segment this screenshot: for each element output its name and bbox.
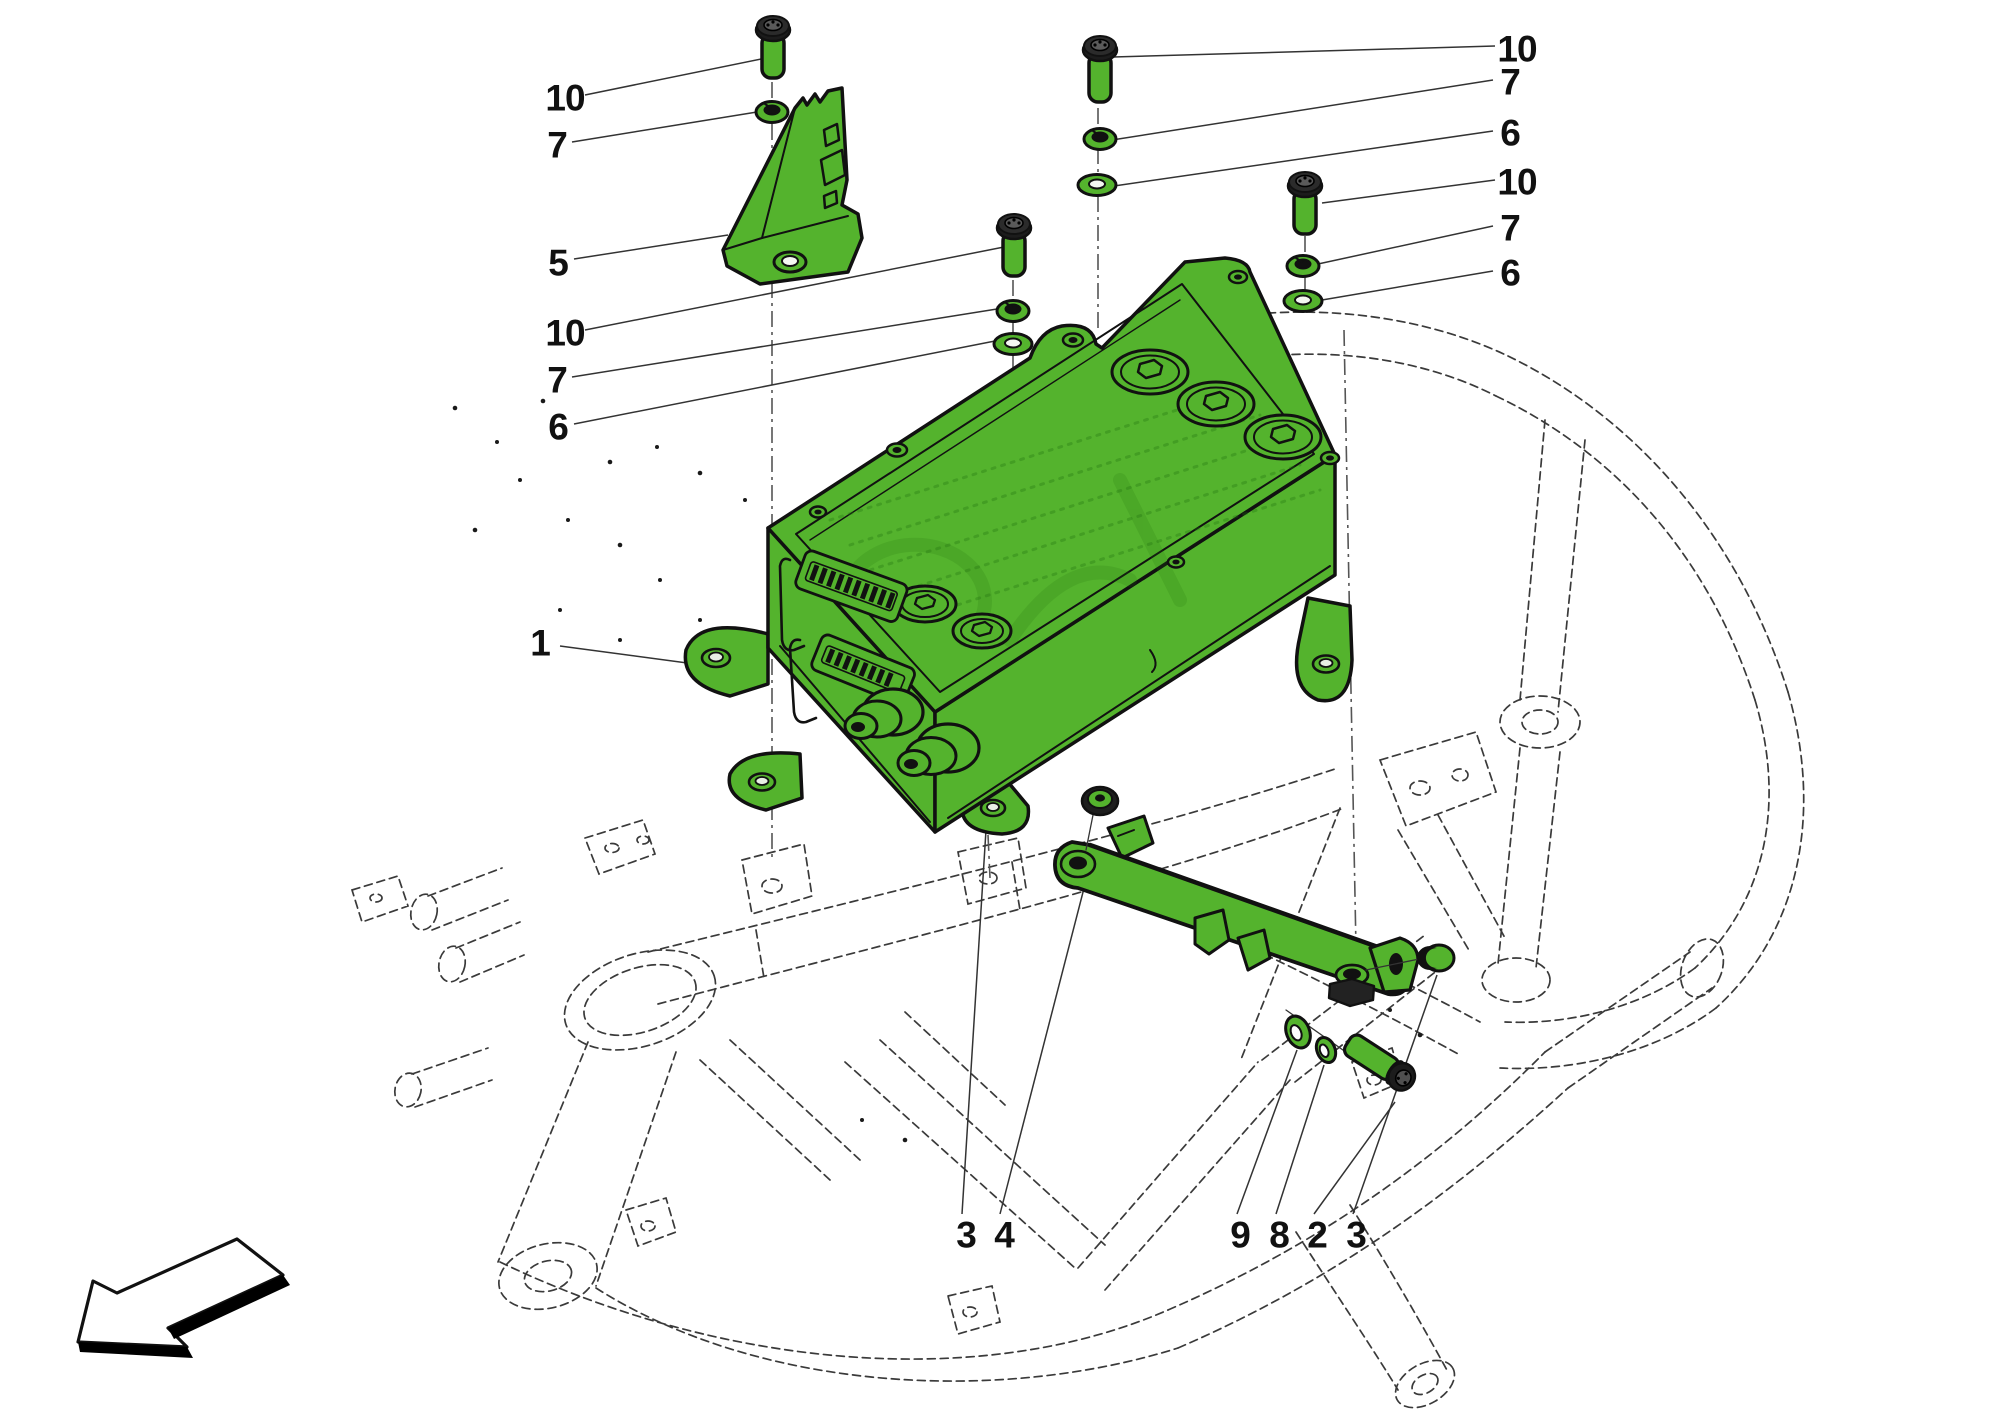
lower-bolt-set (1284, 1009, 1417, 1092)
callout-10-tl: 10 (545, 77, 585, 119)
washer-part7-top-middle (1082, 127, 1118, 151)
crossbar-tab-2 (1236, 928, 1272, 972)
callout-7-ml: 7 (547, 359, 568, 401)
callout-1: 1 (530, 622, 551, 664)
ecu-connectors (778, 549, 916, 724)
screw-part10-top-left (754, 15, 792, 80)
bolt-part2 (1342, 1033, 1417, 1092)
callout-7-r2: 7 (1500, 207, 1521, 249)
washer-part6-middle (992, 332, 1034, 356)
crossbar-tab-1 (1193, 908, 1231, 956)
grommet-part (1080, 785, 1120, 851)
screw-part10-top-middle (1081, 35, 1119, 104)
callout-7-tl: 7 (547, 124, 568, 166)
highlighted-parts (683, 15, 1456, 1092)
ghost-frame (350, 311, 1805, 1409)
control-unit-part1 (683, 256, 1354, 836)
callout-10-r2: 10 (1497, 161, 1537, 203)
callout-5: 5 (548, 242, 569, 284)
screw-part10-right (1286, 171, 1324, 236)
washer-part7-middle (995, 299, 1031, 323)
callout-6-r2: 6 (1500, 252, 1521, 294)
washer-part9 (1284, 1014, 1312, 1050)
support-crossbar (1053, 785, 1456, 1008)
callout-2: 2 (1307, 1214, 1328, 1256)
leader-lines (559, 45, 1496, 1215)
washer-part6-right (1282, 289, 1324, 313)
callout-9: 9 (1230, 1214, 1251, 1256)
mounting-bracket-part5 (721, 86, 864, 286)
texture-dots (828, 388, 1322, 622)
ecu-top-ports (1110, 348, 1323, 461)
ecu-foot-right (1294, 596, 1354, 703)
direction-arrow-icon (76, 1237, 290, 1358)
ecu-cable-glands (843, 687, 981, 777)
cap-part3 (1365, 943, 1456, 973)
screw-part10-middle (995, 213, 1033, 278)
washer-part6-top-middle (1076, 173, 1118, 197)
callout-3-b1: 3 (956, 1214, 977, 1256)
callout-6-ml: 6 (548, 406, 569, 448)
callout-7-r1: 7 (1500, 61, 1521, 103)
washer-part7-right (1285, 254, 1321, 278)
callout-10-ml: 10 (545, 312, 585, 354)
callout-10-r1: 10 (1497, 28, 1537, 70)
callout-3-b2: 3 (1346, 1214, 1367, 1256)
callout-6-r1: 6 (1500, 112, 1521, 154)
crossbar-boss (1327, 977, 1376, 1008)
ecu-lid-holes (808, 269, 1341, 569)
callout-8: 8 (1269, 1214, 1290, 1256)
crossbar-tab-upper (1106, 814, 1155, 860)
washer-part7-top-left (754, 100, 790, 124)
washer-part8 (1314, 1035, 1338, 1065)
callout-4: 4 (994, 1214, 1015, 1256)
